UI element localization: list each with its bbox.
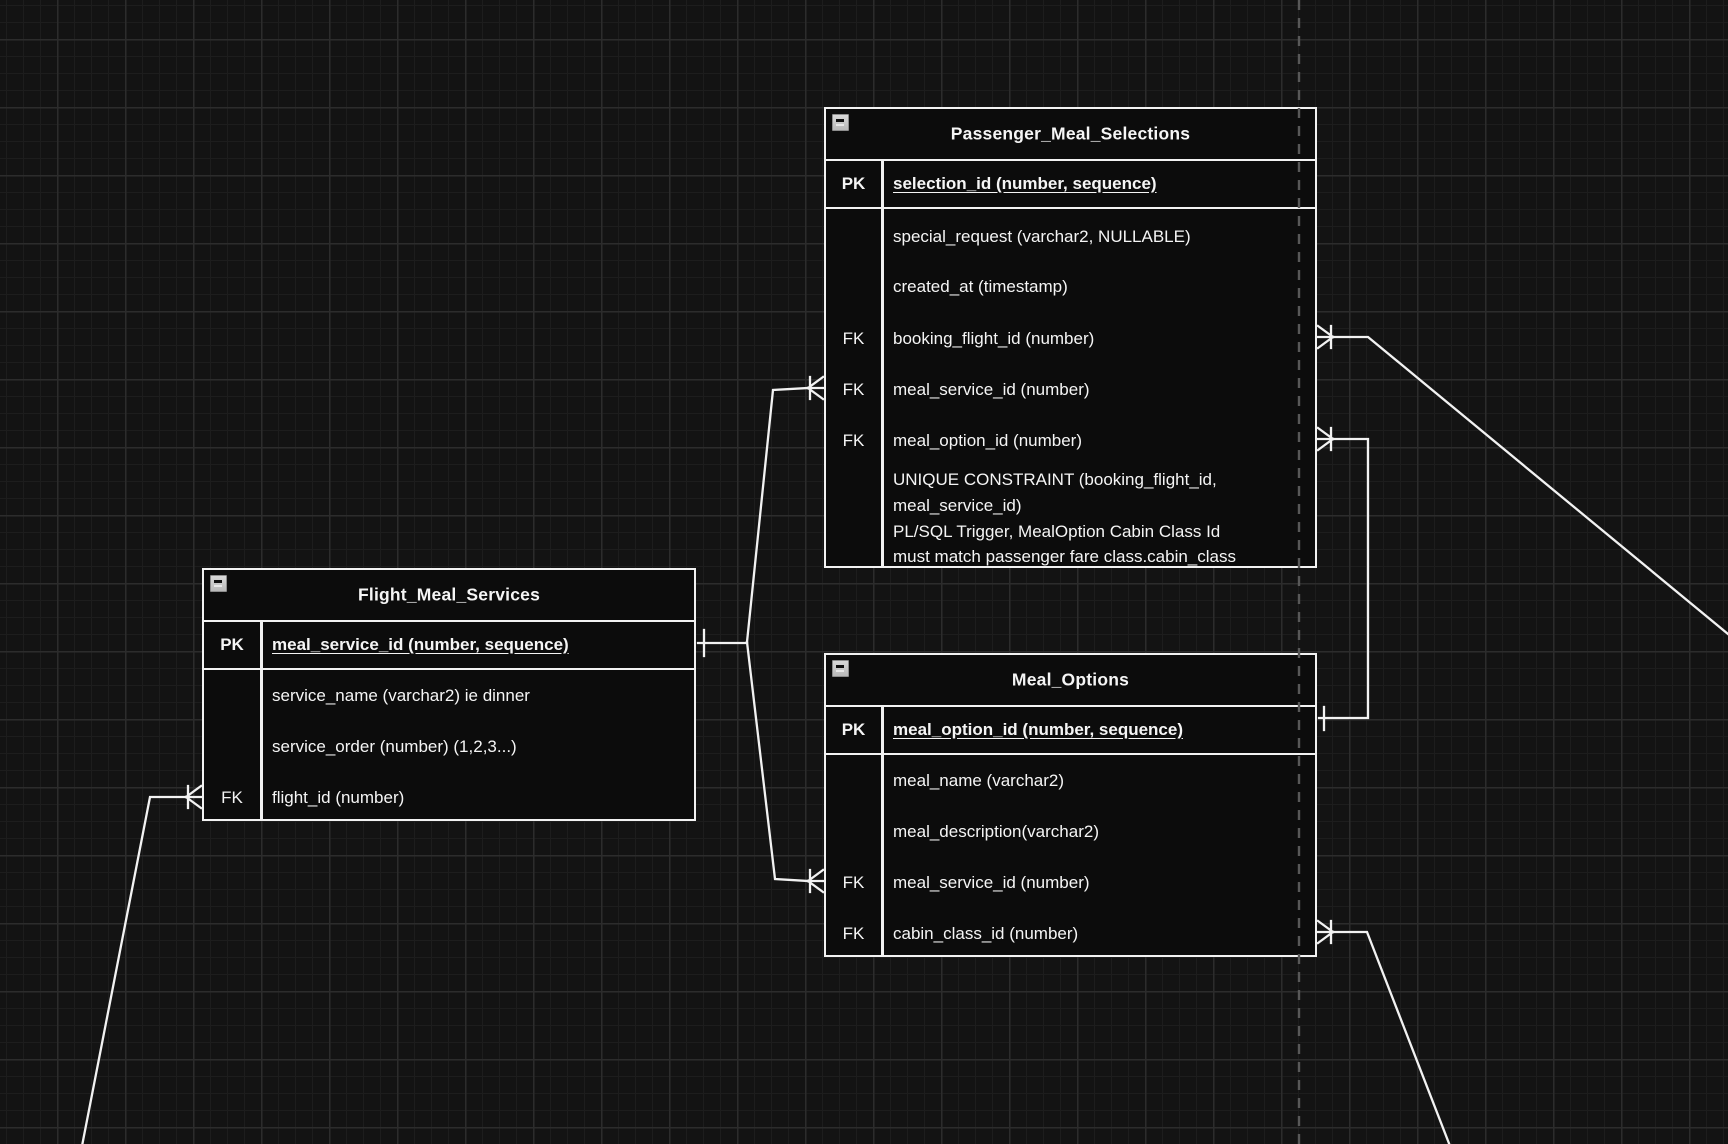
key-cell: FK <box>842 329 865 348</box>
field-cell: created_at (timestamp) <box>893 277 1068 296</box>
table-title: Meal_Options <box>1011 669 1130 690</box>
minus-glyph <box>836 665 844 668</box>
collapse-icon[interactable] <box>210 575 227 592</box>
crowsfoot-pms-meal-service <box>806 375 825 401</box>
icon-shine <box>836 670 844 672</box>
pk-row[interactable]: PK meal_option_id (number, sequence) <box>826 707 1315 755</box>
table-title: Passenger_Meal_Selections <box>950 123 1191 144</box>
field-row-special-request[interactable]: special_request (varchar2, NULLABLE) <box>826 227 1315 247</box>
connector-pms-booking-flight[interactable] <box>1331 335 1728 636</box>
field-cell: cabin_class_id (number) <box>893 924 1079 943</box>
table-title: Flight_Meal_Services <box>358 584 540 605</box>
field-row-service-name[interactable]: service_name (varchar2) ie dinner <box>204 686 694 706</box>
field-cell: meal_name (varchar2) <box>893 771 1065 790</box>
field-row-booking-flight-id[interactable]: FK booking_flight_id (number) <box>826 329 1315 349</box>
note-unique-constraint-line2[interactable]: meal_service_id) <box>893 496 1022 515</box>
crowsfoot-fms-flight-id <box>184 784 203 810</box>
crowsfoot-mo-cabin-class <box>1316 919 1335 945</box>
field-row-cabin-class-id[interactable]: FK cabin_class_id (number) <box>826 924 1315 944</box>
field-row-meal-service-id[interactable]: FK meal_service_id (number) <box>826 873 1315 893</box>
entity-table-passenger-meal-selections[interactable]: Passenger_Meal_Selections PK selection_i… <box>824 107 1317 568</box>
pk-row[interactable]: PK meal_service_id (number, sequence) <box>204 622 694 670</box>
field-row-meal-name[interactable]: meal_name (varchar2) <box>826 771 1315 791</box>
gutter-divider <box>881 161 884 566</box>
entity-table-flight-meal-services[interactable]: Flight_Meal_Services PK meal_service_id … <box>202 568 696 821</box>
entity-table-meal-options[interactable]: Meal_Options PK meal_option_id (number, … <box>824 653 1317 957</box>
gutter-divider <box>260 622 263 819</box>
table-header[interactable]: Passenger_Meal_Selections <box>826 109 1315 161</box>
field-row-meal-description[interactable]: meal_description(varchar2) <box>826 822 1315 842</box>
field-cell: meal_description(varchar2) <box>893 822 1099 841</box>
field-row-meal-option-id[interactable]: FK meal_option_id (number) <box>826 431 1315 451</box>
connector-pms-to-mo-meal-option[interactable] <box>1317 437 1370 720</box>
crowsfoot-pms-booking-flight <box>1316 324 1335 350</box>
collapse-icon[interactable] <box>832 114 849 131</box>
collapse-icon[interactable] <box>832 660 849 677</box>
key-cell: FK <box>221 788 243 807</box>
field-cell: meal_service_id (number) <box>893 380 1090 399</box>
minus-glyph <box>214 580 222 583</box>
connector-fms-to-pms-meal-service[interactable] <box>745 386 810 644</box>
pk-key-label: PK <box>220 634 244 654</box>
key-cell: FK <box>842 380 865 399</box>
icon-shine <box>836 124 844 126</box>
connector-fms-to-mo-meal-service[interactable] <box>745 640 810 883</box>
pk-key-label: PK <box>841 173 866 193</box>
crowsfoot-pms-meal-option <box>1316 426 1335 452</box>
field-cell: special_request (varchar2, NULLABLE) <box>893 227 1191 246</box>
pk-field: meal_option_id (number, sequence) <box>893 719 1184 739</box>
minus-glyph <box>836 119 844 122</box>
field-cell: service_name (varchar2) ie dinner <box>272 686 530 705</box>
note-plsql-trigger-line2[interactable]: must match passenger fare class.cabin_cl… <box>893 547 1236 566</box>
field-cell: flight_id (number) <box>272 788 405 807</box>
field-row-created-at[interactable]: created_at (timestamp) <box>826 277 1315 297</box>
key-cell: FK <box>842 431 865 450</box>
field-cell: booking_flight_id (number) <box>893 329 1095 348</box>
crowsfoot-mo-meal-service <box>806 868 825 894</box>
field-row-service-order[interactable]: service_order (number) (1,2,3...) <box>204 737 694 757</box>
table-header[interactable]: Meal_Options <box>826 655 1315 707</box>
connector-mo-cabin-class[interactable] <box>1331 930 1451 1144</box>
note-plsql-trigger-line1[interactable]: PL/SQL Trigger, MealOption Cabin Class I… <box>893 522 1221 541</box>
gutter-divider <box>881 707 884 955</box>
connector-fms-flight-id[interactable] <box>81 795 188 1144</box>
pk-key-label: PK <box>841 719 866 739</box>
pk-field: selection_id (number, sequence) <box>893 173 1157 193</box>
note-unique-constraint-line1[interactable]: UNIQUE CONSTRAINT (booking_flight_id, <box>893 470 1217 489</box>
table-header[interactable]: Flight_Meal_Services <box>204 570 694 622</box>
field-row-meal-service-id[interactable]: FK meal_service_id (number) <box>826 380 1315 400</box>
field-cell: meal_service_id (number) <box>893 873 1090 892</box>
field-cell: meal_option_id (number) <box>893 431 1082 450</box>
pk-row[interactable]: PK selection_id (number, sequence) <box>826 161 1315 209</box>
key-cell: FK <box>842 924 865 943</box>
icon-shine <box>214 585 222 587</box>
pk-field: meal_service_id (number, sequence) <box>272 634 569 654</box>
field-cell: service_order (number) (1,2,3...) <box>272 737 517 756</box>
key-cell: FK <box>842 873 865 892</box>
field-row-flight-id[interactable]: FK flight_id (number) <box>204 788 694 808</box>
